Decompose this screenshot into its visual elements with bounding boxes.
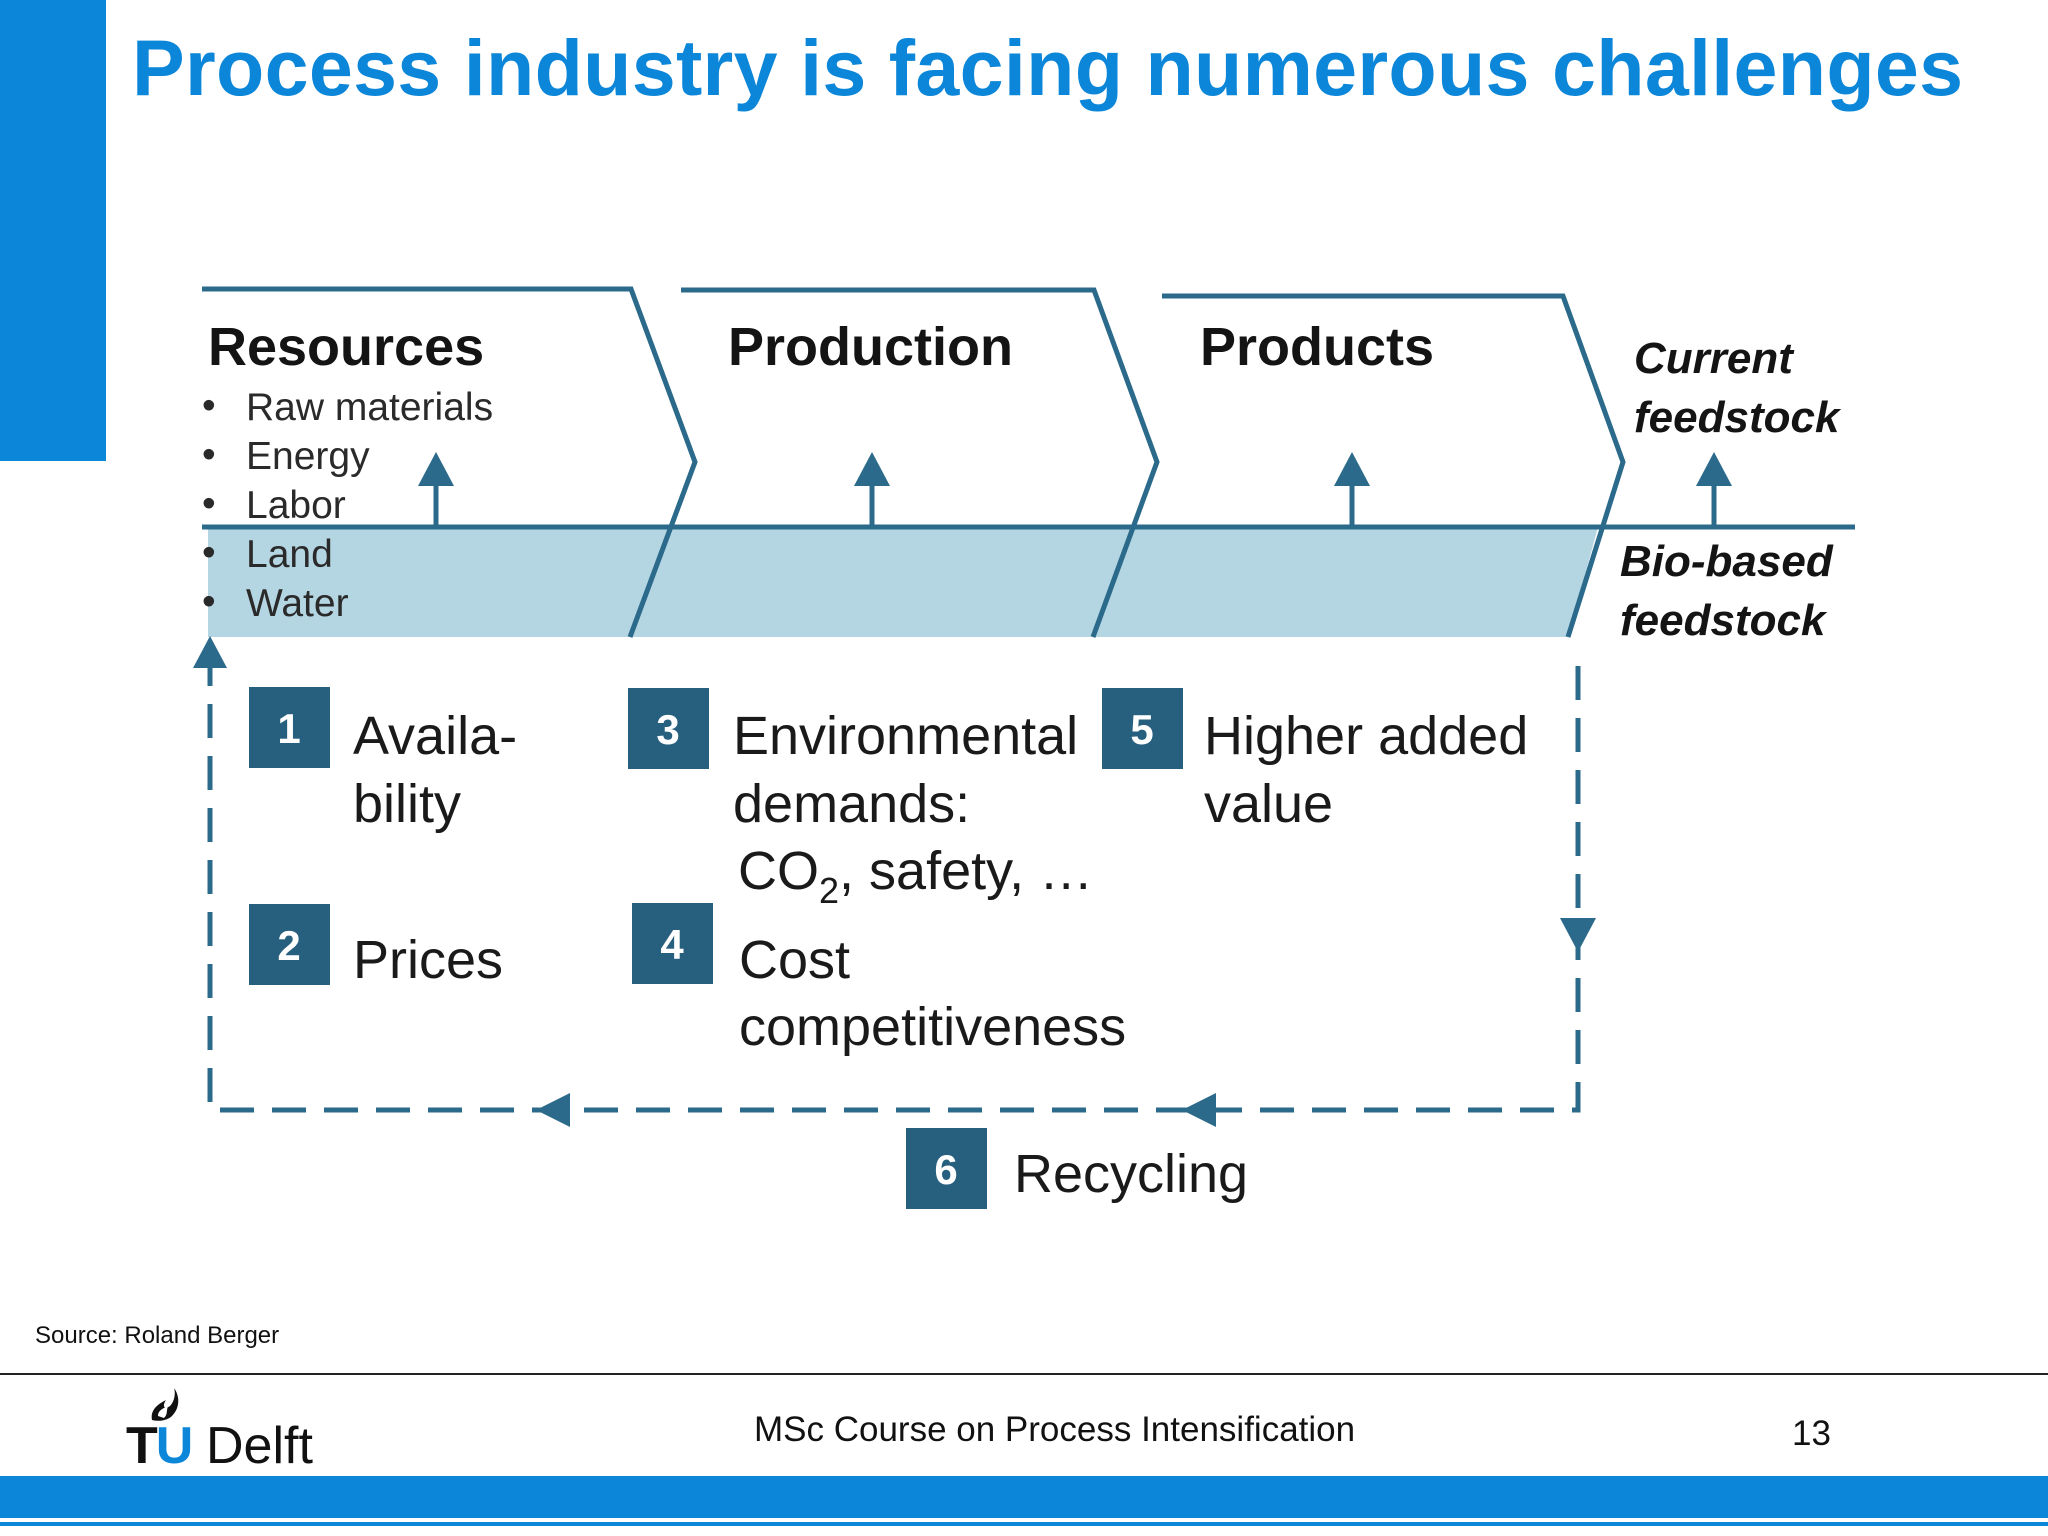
down-arrow [1560,918,1596,952]
challenge-text: value [1204,774,1333,834]
challenge-text: bility [353,774,461,834]
bio-based-feedstock-label: feedstock [1620,596,1828,645]
number-badge [249,904,330,985]
current-feedstock-label: feedstock [1634,393,1842,442]
footer-band-thin [0,1522,2048,1526]
challenge-text: Cost [739,930,850,990]
list-item: Energy [246,435,370,478]
challenge-text: demands: [733,774,970,834]
challenge-text: Environmental [733,706,1078,766]
challenge-text: Higher added [1204,706,1528,766]
svg-text:•: • [202,482,216,525]
list-item: Land [246,533,333,576]
list-item: Raw materials [246,386,493,429]
svg-text:•: • [202,433,216,476]
list-item: Labor [246,484,346,527]
number-badge-text: 4 [660,921,684,968]
footer-divider [0,1373,2048,1375]
challenge-text: CO2, safety, … [738,841,1093,911]
number-badge-text: 2 [277,922,300,969]
number-badge-text: 5 [1130,706,1153,753]
accent-bar [0,0,106,461]
resource-bullet-list: • Raw materials • Energy • Labor • Land … [202,384,493,625]
number-badge [1102,688,1183,769]
left-arrow [1182,1093,1216,1127]
chevron-products [1162,293,1626,638]
chevron-production [681,287,1160,638]
up-arrow [854,452,890,526]
svg-text:•: • [202,384,216,427]
chevron-resources [202,286,698,638]
list-item: Water [246,582,349,625]
footer-band [0,1476,2048,1518]
challenge-text: Availa- [353,706,517,766]
up-arrow [1696,452,1732,526]
number-badge-text: 3 [656,706,679,753]
slide-title: Process industry is facing numerous chal… [132,23,1964,112]
flame-icon [151,1388,179,1421]
up-arrow [418,452,454,526]
stage-label-products: Products [1200,317,1434,377]
challenge-text: competitiveness [739,997,1126,1057]
up-arrow [193,636,227,668]
left-arrow [536,1093,570,1127]
number-badge-text: 1 [277,705,300,752]
logo-delft-text: Delft [206,1417,313,1475]
course-name: MSc Course on Process Intensification [754,1410,1356,1449]
bio-based-band [208,527,1598,637]
tu-delft-logo: TU Delft [126,1386,336,1475]
stage-label-resources: Resources [208,317,484,377]
number-badge-text: 6 [934,1146,957,1193]
number-badge [632,903,713,984]
svg-text:•: • [202,531,216,574]
up-arrow [1334,452,1370,526]
stage-label-production: Production [728,317,1013,377]
svg-text:•: • [202,580,216,623]
current-feedstock-label: Current [1634,334,1795,383]
challenge-text: Prices [353,930,503,990]
page-number: 13 [1792,1414,1831,1453]
number-badge [628,688,709,769]
bio-based-feedstock-label: Bio-based [1620,537,1834,586]
logo-tu-text: TU [126,1417,193,1475]
number-badge [906,1128,987,1209]
recycling-loop-dashed [207,658,1581,1113]
source-note: Source: Roland Berger [35,1322,280,1349]
number-badge [249,687,330,768]
challenge-text: Recycling [1014,1144,1248,1204]
